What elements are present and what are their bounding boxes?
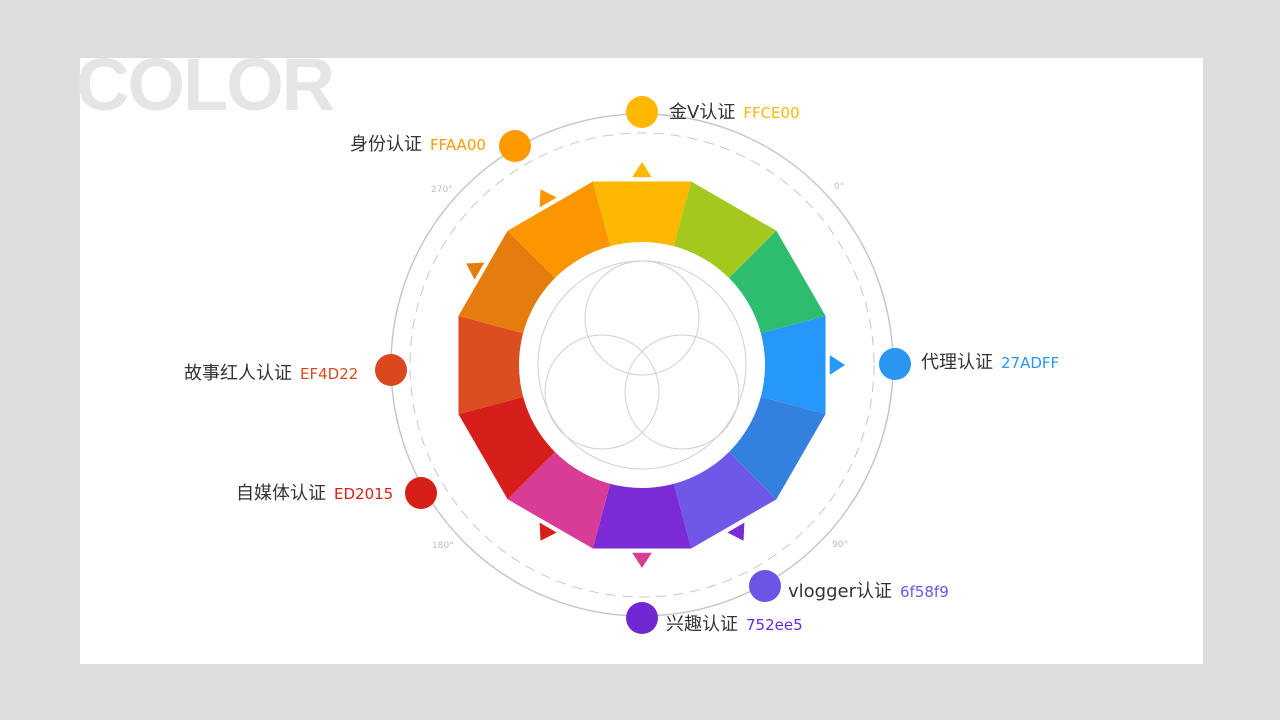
label-shenfen: 身份认证 FFAA00 (350, 133, 486, 157)
label-xingqu-code: 752ee5 (746, 616, 803, 634)
venn-circles-icon (537, 260, 747, 470)
pointer-tab (632, 552, 652, 568)
wheel-segment (592, 478, 692, 549)
label-xingqu-name: 兴趣认证 (666, 614, 738, 635)
label-daili-name: 代理认证 (921, 352, 993, 373)
label-daili: 代理认证 27ADFF (921, 351, 1059, 375)
dot-shenfen (499, 130, 531, 162)
dot-gushi (375, 354, 407, 386)
label-vlogger-name: vlogger认证 (788, 581, 892, 602)
label-xingqu: 兴趣认证 752ee5 (666, 613, 803, 637)
dashed-ring (409, 132, 875, 598)
dot-jinv (626, 96, 658, 128)
wheel-pointer-tabs (466, 162, 845, 568)
label-gushi-code: EF4D22 (300, 365, 359, 383)
label-zimeiti-name: 自媒体认证 (236, 483, 326, 504)
wheel-segment (755, 315, 826, 415)
label-gushi-name: 故事红人认证 (184, 363, 292, 384)
label-zimeiti: 自媒体认证 ED2015 (236, 482, 393, 506)
pointer-tab (466, 262, 485, 280)
angle-0-label: 0° (834, 182, 845, 192)
pointer-tab (727, 522, 745, 541)
wheel-segment (458, 315, 529, 415)
dot-xingqu (626, 602, 658, 634)
label-gushi: 故事红人认证 EF4D22 (184, 362, 358, 386)
label-shenfen-code: FFAA00 (430, 136, 486, 154)
label-jinv: 金V认证 FFCE00 (669, 101, 800, 125)
label-dots (375, 96, 911, 634)
angle-180-label: 180° (432, 541, 454, 551)
wheel-segment (592, 181, 692, 252)
label-daili-code: 27ADFF (1001, 354, 1060, 372)
page-title: COLOR (76, 43, 335, 126)
dot-vlogger (749, 570, 781, 602)
pointer-tab (539, 189, 557, 208)
label-shenfen-name: 身份认证 (350, 134, 422, 155)
angle-90-label: 90° (832, 540, 848, 550)
label-zimeiti-code: ED2015 (334, 485, 394, 503)
wheel-center (519, 242, 765, 488)
pointer-tab (539, 522, 557, 541)
dot-daili (879, 348, 911, 380)
label-vlogger-code: 6f58f9 (900, 583, 949, 601)
label-jinv-code: FFCE00 (743, 104, 800, 122)
label-jinv-name: 金V认证 (669, 102, 736, 123)
wheel-segments (458, 181, 826, 549)
pointer-tab (829, 355, 845, 375)
dot-zimeiti (405, 477, 437, 509)
angle-270-label: 270° (431, 185, 453, 195)
label-vlogger: vlogger认证 6f58f9 (788, 580, 949, 604)
pointer-tab (632, 162, 652, 178)
